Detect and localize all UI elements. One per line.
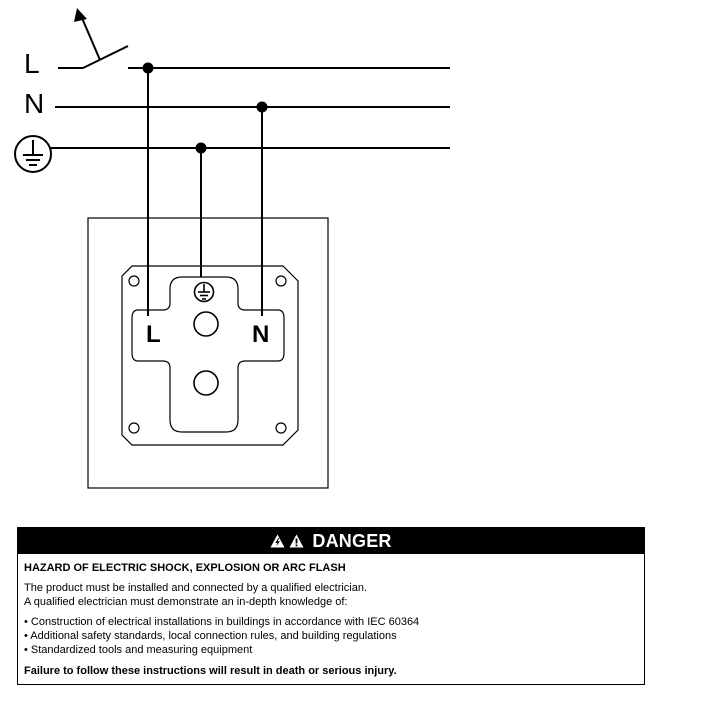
wiring-diagram: L N L: [14, 8, 450, 489]
general-warning-icon: [289, 534, 304, 548]
electric-shock-warning-icon: [270, 534, 285, 548]
socket-live-label: L: [146, 321, 161, 348]
list-item: • Construction of electrical installatio…: [24, 616, 420, 628]
switch-blade: [82, 45, 129, 69]
requirements-list: • Construction of electrical installatio…: [24, 615, 638, 657]
intro-line-1: The product must be installed and connec…: [24, 582, 368, 594]
socket-pin-hole-upper: [193, 311, 219, 337]
socket-recess: [131, 276, 285, 433]
live-junction-dot: [142, 62, 154, 74]
socket-plate: [121, 265, 299, 446]
earth-junction-dot: [195, 142, 207, 154]
danger-header: DANGER: [18, 528, 644, 554]
neutral-junction-dot: [256, 101, 268, 113]
list-item: • Additional safety standards, local con…: [24, 630, 397, 642]
danger-body: HAZARD OF ELECTRIC SHOCK, EXPLOSION OR A…: [18, 554, 644, 677]
consequence-warning: Failure to follow these instructions wil…: [24, 665, 397, 677]
screw-hole-top-left: [128, 275, 140, 287]
earth-ground-icon: [14, 135, 52, 173]
socket-pin-hole-lower: [193, 370, 219, 396]
switch-arrow-icon: [74, 8, 101, 61]
intro-line-2: A qualified electrician must demonstrate…: [24, 596, 348, 608]
live-line-label: L: [24, 48, 40, 79]
screw-hole-top-right: [275, 275, 287, 287]
danger-title: DANGER: [312, 530, 392, 551]
screw-hole-bottom-left: [128, 422, 140, 434]
socket-earth-icon: [193, 281, 215, 303]
hazard-title: HAZARD OF ELECTRIC SHOCK, EXPLOSION OR A…: [24, 562, 346, 574]
socket-neutral-label: N: [252, 321, 269, 348]
socket-frame: [87, 217, 329, 489]
screw-hole-bottom-right: [275, 422, 287, 434]
neutral-line-label: N: [24, 88, 44, 119]
danger-notice: DANGER HAZARD OF ELECTRIC SHOCK, EXPLOSI…: [17, 527, 645, 685]
list-item: • Standardized tools and measuring equip…: [24, 644, 253, 656]
